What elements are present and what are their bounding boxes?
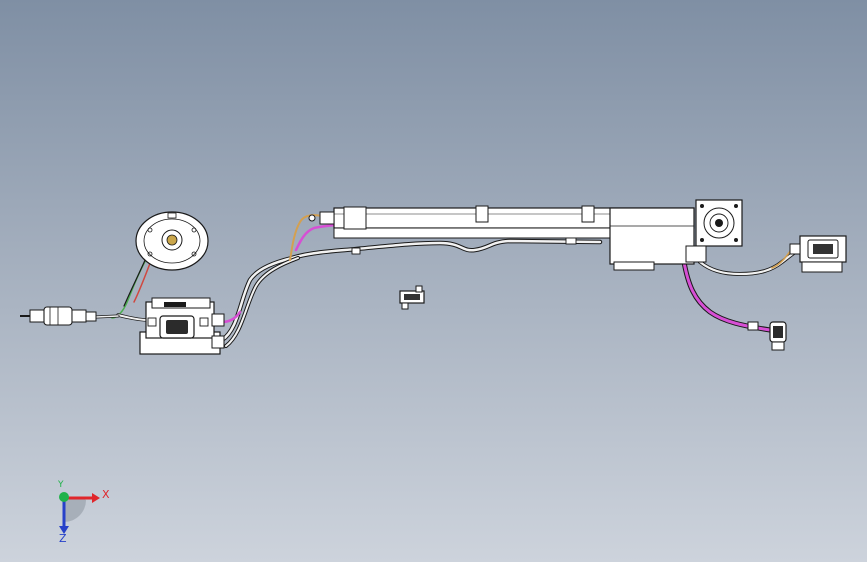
small-clip-part[interactable]: [399, 285, 425, 310]
coordinate-triad: [59, 492, 100, 534]
x-axis-label: X: [102, 488, 110, 501]
magenta-cable-connector[interactable]: [747, 321, 787, 351]
left-connector[interactable]: [20, 306, 97, 326]
right-connector-block[interactable]: [789, 235, 847, 273]
z-axis-label: Z: [59, 532, 67, 545]
rotary-motor[interactable]: [135, 211, 209, 271]
linear-actuator-rail[interactable]: [308, 205, 695, 271]
y-axis-label: Y: [58, 480, 64, 490]
end-motor-flange[interactable]: [685, 199, 743, 263]
y-axis-dot: [59, 492, 69, 502]
drive-controller[interactable]: [139, 297, 225, 355]
magenta-cable-left: [294, 223, 336, 252]
cables: [94, 214, 804, 348]
